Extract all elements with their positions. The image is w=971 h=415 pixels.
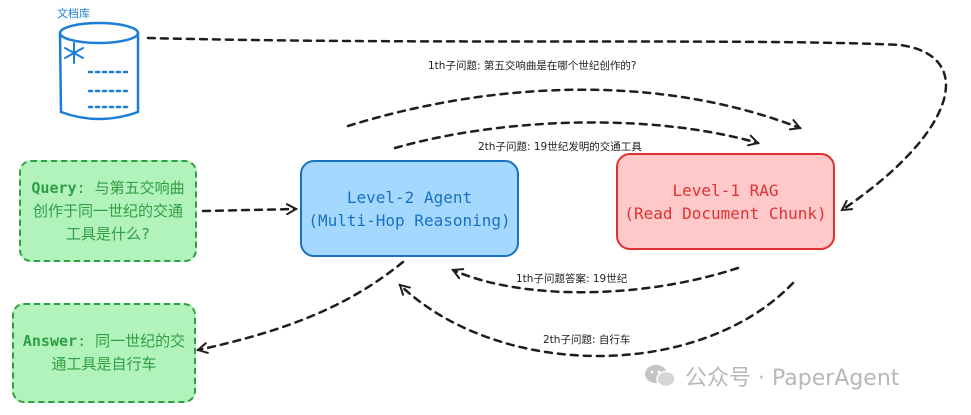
answer-text: : 同一世纪的交通工具是自行车 — [51, 332, 186, 373]
database-icon — [58, 21, 140, 121]
agent-title: Level-2 Agent — [346, 187, 473, 207]
watermark: 公众号 · PaperAgent — [643, 360, 899, 392]
edge-label-q1: 1th子问题: 第五交响曲是在哪个世纪创作的? — [428, 60, 637, 72]
level1-rag-node: Level-1 RAG (Read Document Chunk) — [616, 153, 835, 250]
edge-a1-arrow — [453, 266, 740, 294]
rag-subtitle: (Read Document Chunk) — [624, 203, 827, 223]
edge-query-to-agent — [201, 209, 296, 211]
answer-node: Answer: 同一世纪的交通工具是自行车 — [12, 303, 196, 403]
query-node: Query: 与第五交响曲创作于同一世纪的交通工具是什么? — [19, 160, 197, 262]
edge-a2-arrow — [400, 281, 795, 358]
edge-label-q2: 2th子问题: 19世纪发明的交通工具 — [478, 141, 642, 153]
edge-label-a2: 2th子问题: 自行车 — [543, 334, 631, 346]
query-prefix: Query — [31, 178, 77, 197]
edge-q1-arrow — [346, 88, 800, 128]
connectors — [146, 36, 948, 358]
rag-title: Level-1 RAG — [672, 180, 779, 200]
answer-prefix: Answer — [22, 332, 78, 350]
database-label: 文档库 — [57, 7, 90, 20]
wechat-icon — [645, 365, 676, 388]
snowflake-icon — [64, 42, 84, 64]
edge-q2-arrow — [393, 121, 758, 150]
edge-label-a1: 1th子问题答案: 19世纪 — [516, 273, 628, 285]
query-text: : 与第五交响曲创作于同一世纪的交通工具是什么? — [32, 178, 185, 243]
edge-agent-to-answer — [198, 260, 405, 350]
edge-db-to-rag — [146, 36, 948, 212]
level2-agent-node: Level-2 Agent (Multi-Hop Reasoning) — [300, 160, 519, 257]
watermark-text: 公众号 · PaperAgent — [685, 366, 900, 391]
agent-subtitle: (Multi-Hop Reasoning) — [308, 210, 511, 230]
